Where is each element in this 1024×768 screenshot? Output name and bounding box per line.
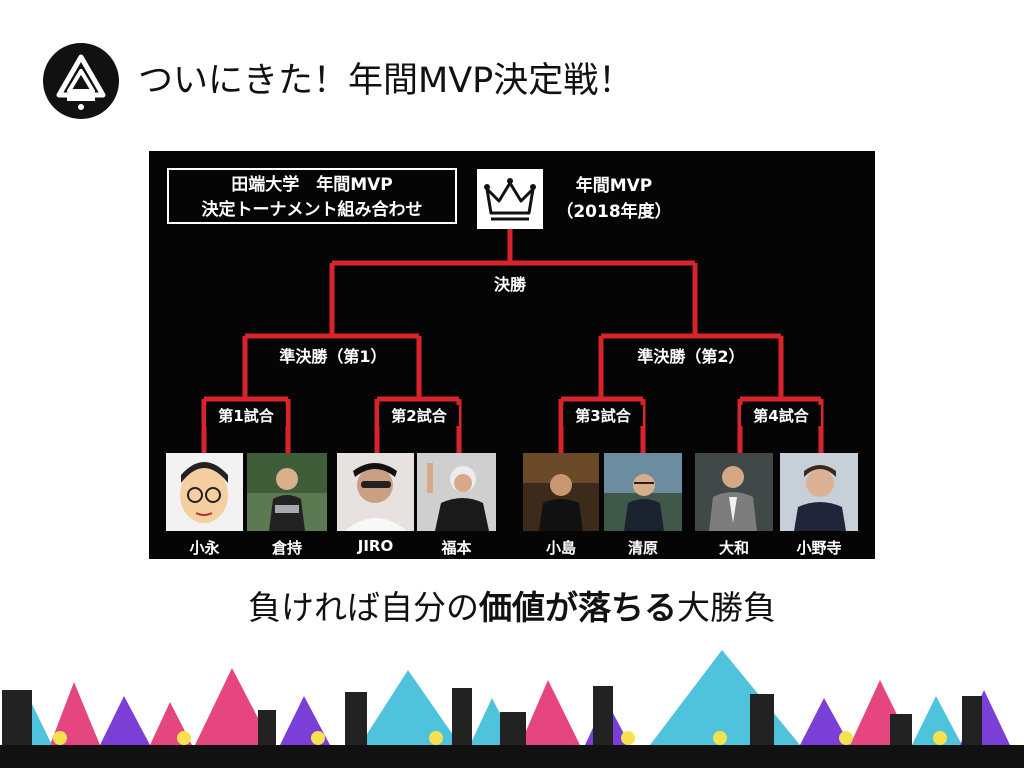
player-photo [523,453,599,531]
player-photo [604,453,682,531]
player-name: JIRO [357,537,394,555]
town-skyline-decoration [0,650,1024,768]
match-1-label: 第1試合 [206,405,286,426]
player-name: 福本 [441,539,472,557]
player-photo [166,453,243,531]
player-name: 大和 [718,539,749,557]
player-photo [337,453,414,531]
brand-logo-icon [43,43,119,119]
mvp-label: 年間MVP （2018年度） [554,173,674,225]
match-3-label: 第3試合 [563,405,643,426]
player-photo [247,453,327,531]
crown-icon [477,169,543,229]
player-photo [417,453,496,531]
player-name: 小島 [545,539,576,557]
player-name: 小永 [189,539,220,557]
player-name: 倉持 [271,539,302,557]
match-4-label: 第4試合 [741,405,821,426]
bracket-header-line2: 決定トーナメント組み合わせ [201,200,423,220]
semifinal-2-label: 準決勝（第2） [619,343,763,367]
semifinal-1-label: 準決勝（第1） [261,343,405,367]
slide-title: ついにきた！年間MVP決定戦！ [138,61,634,101]
tournament-bracket: 田端大学 年間MVP 決定トーナメント組み合わせ 年間MVP （2018年度） … [149,151,875,559]
player-name: 小野寺 [796,539,842,557]
subtitle-bold: 価値が落ちる [479,588,677,627]
slide-subtitle: 負ければ自分の価値が落ちる大勝負 [0,586,1024,630]
bracket-header-line1: 田端大学 年間MVP [231,175,393,195]
player-photo [780,453,858,531]
bracket-header-box: 田端大学 年間MVP 決定トーナメント組み合わせ [167,168,457,224]
match-2-label: 第2試合 [379,405,459,426]
player-photo [695,453,773,531]
subtitle-pre: 負ければ自分の [248,588,479,627]
final-label: 決勝 [493,275,526,294]
mvp-label-line2: （2018年度） [556,202,672,222]
bracket-lines [201,229,824,453]
player-name: 清原 [627,539,658,557]
mvp-label-line1: 年間MVP [575,176,653,196]
subtitle-post: 大勝負 [677,588,776,627]
